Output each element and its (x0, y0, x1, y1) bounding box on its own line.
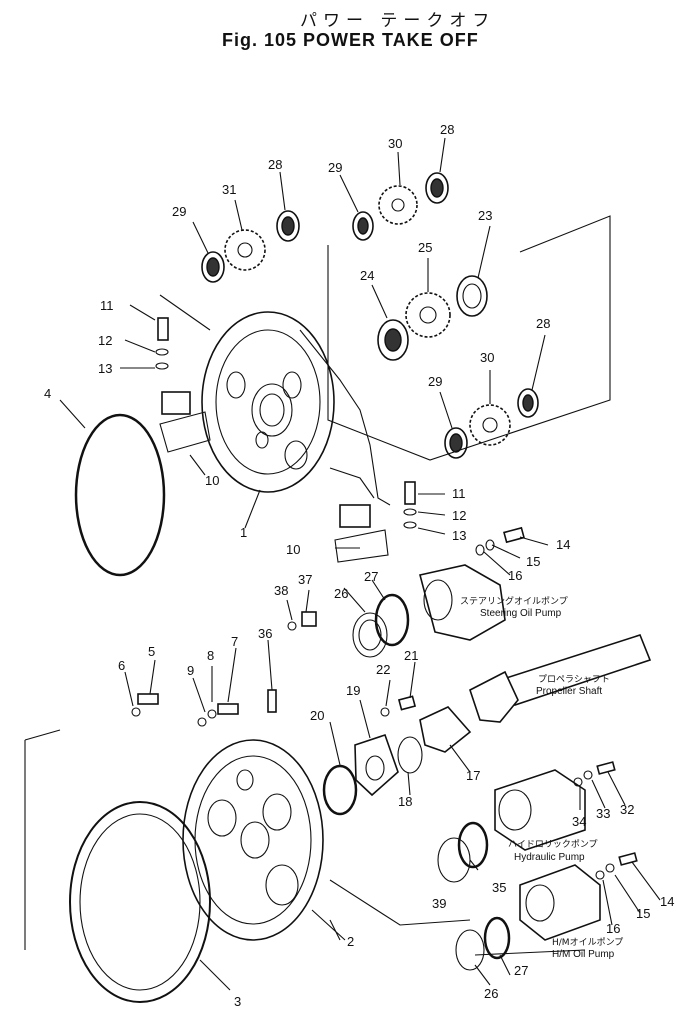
callout-14-upper: 14 (556, 537, 570, 552)
propeller-shaft-label: Propeller Shaft (536, 686, 602, 697)
callout-27-lower: 27 (514, 963, 528, 978)
callout-15-lower: 15 (636, 906, 650, 921)
propeller-shaft-group (322, 634, 652, 816)
callout-7: 7 (231, 634, 238, 649)
callout-12-lower: 12 (452, 508, 466, 523)
hydraulic-pump-label-jp: ハイドロリックポンプ (508, 839, 598, 850)
callout-5: 5 (148, 644, 155, 659)
callout-35: 35 (492, 880, 506, 895)
steering-pump-label: Steering Oil Pump (480, 608, 562, 619)
callout-27-upper: 27 (364, 569, 378, 584)
callout-13-upper: 13 (98, 361, 112, 376)
leader-bracket (24, 729, 61, 950)
lower-housing (131, 689, 324, 941)
callout-11-upper: 11 (100, 298, 114, 313)
callout-28-left: 28 (268, 157, 282, 172)
callout-29-lower: 29 (428, 374, 442, 389)
hydraulic-pump-label: Hydraulic Pump (514, 852, 585, 863)
callout-24: 24 (360, 268, 374, 283)
leader-lines (59, 137, 661, 991)
propeller-shaft-label-jp: プロペラシャフト (538, 674, 610, 685)
callout-37: 37 (298, 572, 312, 587)
gasket-inner-edge (79, 813, 201, 991)
callout-30-lower: 30 (480, 350, 494, 365)
callout-36: 36 (258, 626, 272, 641)
steering-pump-label-jp: ステアリングオイルポンプ (460, 595, 568, 607)
callout-15-upper: 15 (526, 554, 540, 569)
callout-8: 8 (207, 648, 214, 663)
hm-pump-label: H/M Oil Pump (552, 949, 615, 960)
page-title: Fig. 105 POWER TAKE OFF (222, 30, 479, 50)
callout-6: 6 (118, 658, 125, 673)
callout-13-lower: 13 (452, 528, 466, 543)
callout-4: 4 (44, 386, 51, 401)
o-ring (74, 413, 166, 577)
callout-9: 9 (187, 663, 194, 678)
callout-31: 31 (222, 182, 236, 197)
callout-18: 18 (398, 794, 412, 809)
callout-11-lower: 11 (452, 486, 466, 501)
callout-22: 22 (376, 662, 390, 677)
callout-16-upper: 16 (508, 568, 522, 583)
callout-32: 32 (620, 802, 634, 817)
callout-28-top: 28 (440, 122, 454, 137)
callout-17: 17 (466, 768, 480, 783)
callout-26-upper: 26 (334, 586, 348, 601)
callout-19: 19 (346, 683, 360, 698)
callout-21: 21 (404, 648, 418, 663)
callout-26-lower: 26 (484, 986, 498, 1001)
callout-14-lower: 14 (660, 894, 674, 909)
callout-30-top: 30 (388, 136, 402, 151)
callout-numbers: 1 2 3 4 5 6 7 8 9 10 10 11 11 12 12 13 1… (44, 122, 674, 1009)
hm-pump-label-jp: H/Mオイルポンプ (552, 937, 623, 948)
callout-29-mid: 29 (328, 160, 342, 175)
page-title-japanese: パワー テークオフ (300, 11, 496, 31)
callout-10-upper: 10 (205, 473, 219, 488)
callout-3: 3 (234, 994, 241, 1009)
callout-10-lower: 10 (286, 542, 300, 557)
callout-12-upper: 12 (98, 333, 112, 348)
gasket (69, 801, 211, 1003)
callout-2: 2 (347, 934, 354, 949)
callout-33: 33 (596, 806, 610, 821)
steering-pump-group (287, 526, 525, 658)
upper-housing (201, 311, 391, 506)
callout-34: 34 (572, 814, 586, 829)
callout-28-right: 28 (536, 316, 550, 331)
callout-20: 20 (310, 708, 324, 723)
callout-16-lower: 16 (606, 921, 620, 936)
callout-23: 23 (478, 208, 492, 223)
callout-1: 1 (240, 525, 247, 540)
hydraulic-pump-group (437, 761, 616, 883)
callout-39: 39 (432, 896, 446, 911)
callout-29-left: 29 (172, 204, 186, 219)
callout-25: 25 (418, 240, 432, 255)
hm-pump-group (329, 852, 638, 971)
bracket-hardware (155, 317, 417, 563)
upper-gear-train (159, 172, 611, 461)
callout-38: 38 (274, 583, 288, 598)
